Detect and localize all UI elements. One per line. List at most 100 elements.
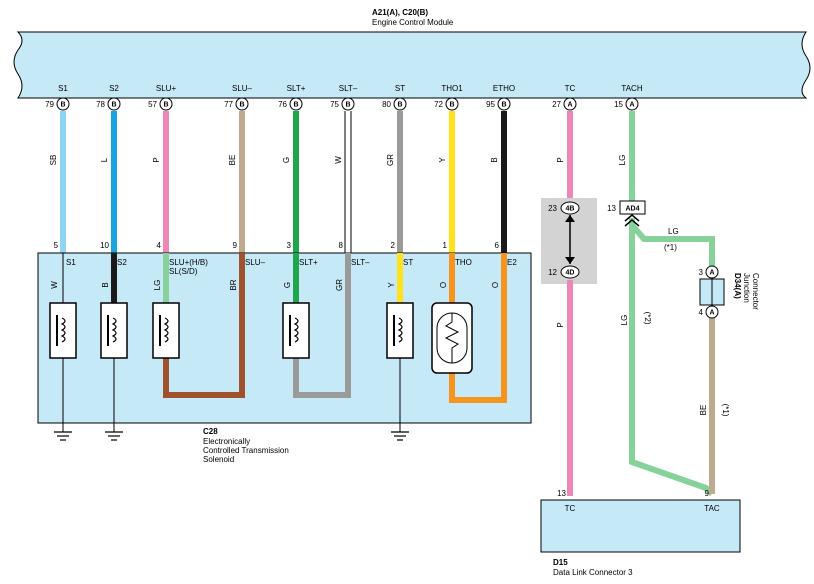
solenoid-pin: 10 [100,241,109,250]
upper-wire-code: P [152,157,161,162]
ecm-name: Engine Control Module [372,18,454,27]
internal-wire-code: O [491,282,500,288]
ecm-terminal-connector [235,97,249,111]
upper-wire-code: BE [228,155,237,166]
solenoid-terminal-label: SLU+(H/B) [169,258,208,267]
solenoid-terminal-label: THO [455,258,472,267]
d34-id: D34(A) [733,273,742,299]
internal-wire-slu-loop [163,253,245,398]
ecm-terminal-conn: B [239,102,244,109]
ecm-terminal-name: ST [395,84,405,93]
ecm-terminals: S1B79S2B78SLU+B57SLU–B77SLT+B76SLT–B75ST… [45,84,643,111]
ecm-terminal-connector [445,97,459,111]
solenoid-pin: 6 [495,241,500,250]
lg-lower-code: LG [620,315,629,326]
solenoid-pin: 5 [54,241,59,250]
ad4-chevron-2 [624,219,640,227]
tc-arrow-down [565,257,575,264]
coil-slt-winding [293,317,299,343]
d34-pin-bottom-circle [705,305,719,319]
internal-wire-slt-loop [293,253,351,398]
ecm-terminal-name: S1 [58,84,68,93]
tc-lower-code: P [556,322,565,327]
ecm-terminal-connector [289,97,303,111]
solenoid-terminal-label: ST [403,258,413,267]
ecm-terminal-conn: B [293,102,298,109]
ecm-body [13,31,811,99]
ecm-terminal-conn: B [60,102,65,109]
lg-lower-wire [629,218,715,497]
coil-s2-winding [111,317,117,343]
ecm-terminal-pin: 76 [278,100,287,109]
lg-lower-note: (*2) [643,312,652,325]
upper-wire-code: LG [618,155,627,166]
dlc-pin-tac: 9 [705,489,710,498]
tc-conn-bottom-pin: 12 [548,268,557,277]
d34-name-line2: Connector [751,273,760,310]
coil-st-winding [397,317,403,343]
ecm-terminal-conn: A [629,102,634,109]
solenoid-name-line3: Solenoid [203,455,234,464]
tc-conn-top-label: 4B [566,206,575,213]
ecm-terminal-name: SLU– [232,84,253,93]
coil-st-body [386,302,414,359]
ecm-terminal-conn: B [501,102,506,109]
solenoid-terminal-label: S1 [66,258,76,267]
ecm-terminal-pin: 75 [330,100,339,109]
ecm-terminal-connector [107,97,121,111]
solenoid-pin: 2 [391,241,396,250]
lg-branch-note: (*1) [664,243,677,252]
ecm-terminal-conn: B [345,102,350,109]
solenoid-terminal-label: S2 [117,258,127,267]
ad4-connector [619,200,646,215]
solenoid-terminal-label: SLU– [245,258,266,267]
ecm-terminal-name: SLT– [339,84,358,93]
ecm-terminal-name: THO1 [441,84,463,93]
lg-branch-wire [629,223,715,266]
solenoid-content: 5S110S24SLU+(H/B)9SLU–3SLT+8SLT–2ST1THO6… [49,241,517,430]
internal-wire-code: W [50,281,59,289]
dlc-label-tac: TAC [704,504,720,513]
ecm-terminal-connector [159,97,173,111]
ecm-terminal-name: S2 [109,84,119,93]
upper-wire-code: SB [49,155,58,166]
tc-conn-top-pin: 23 [548,204,557,213]
solenoid-pin: 3 [287,241,292,250]
ecm-terminal-conn: A [567,102,572,109]
tc-conn-bottom [560,265,580,279]
upper-wire-code: B [490,157,499,162]
ecm-terminal-connector [56,97,70,111]
upper-wire-code: L [100,157,109,162]
internal-wire-code: LG [153,280,162,291]
tc-arrow-up [565,215,575,222]
dlc-box [540,499,741,553]
ecm-terminal-connector [625,97,639,111]
ecm-terminal-conn: B [111,102,116,109]
tc-conn-top [560,201,580,215]
solenoid-name-line2: Controlled Transmission [203,446,289,455]
internal-wire-code: G [283,282,292,288]
ecm-terminal-pin: 78 [96,100,105,109]
coil-slu-winding [163,317,169,343]
ecm-terminal-pin: 15 [614,100,623,109]
solenoid-sl-label: SL(S/D) [169,267,198,276]
ecm-id: A21(A), C20(B) [372,8,428,17]
ecm-terminal-name: SLU+ [156,84,177,93]
ecm-terminal-name: TC [565,84,576,93]
solenoid-pin: 9 [233,241,238,250]
be-lower-code: BE [699,405,708,416]
solenoid-terminal-label: SLT+ [299,258,318,267]
ecm-terminal-connector [341,97,355,111]
solenoid-terminal-label: SLT– [351,258,370,267]
solenoid-pin: 1 [443,241,448,250]
solenoid-pin: 4 [157,241,162,250]
ecm-terminal-pin: 77 [224,100,233,109]
d34-conn-bottom: A [709,310,714,317]
ground-icon [54,423,72,441]
solenoid-name-line1: Electronically [203,437,250,446]
ad4-chevron-1 [624,214,640,222]
ecm-terminal-name: ETHO [493,84,515,93]
ecm-terminal-name: TACH [621,84,642,93]
